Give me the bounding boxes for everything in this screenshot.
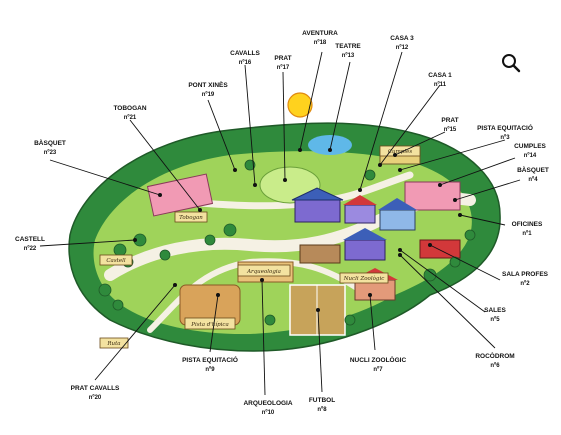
label-futbol: FUTBOL bbox=[309, 397, 335, 404]
label-pistaeq9-num: nº9 bbox=[205, 367, 215, 373]
label-rocodrom: ROCÒDROM bbox=[475, 351, 514, 360]
label-aventura-num: nº18 bbox=[314, 40, 327, 46]
label-rocodrom-num: nº6 bbox=[490, 363, 500, 369]
label-sales: SALES bbox=[484, 307, 506, 314]
label-cumples: CUMPLES bbox=[514, 143, 546, 150]
label-sales-num: nº5 bbox=[490, 317, 500, 323]
label-pontxines: PONT XINÈS bbox=[188, 80, 228, 89]
label-casa3-num: nº12 bbox=[396, 45, 409, 51]
label-prat17-num: nº17 bbox=[277, 65, 290, 71]
label-oficines-num: nº1 bbox=[522, 231, 532, 237]
sign-pista: Pista d'hípica bbox=[190, 321, 229, 328]
label-pratcavalls: PRAT CAVALLS bbox=[71, 385, 120, 392]
label-prat17: PRAT bbox=[274, 55, 291, 62]
sign-tobogan: Tobogan bbox=[179, 215, 203, 221]
label-salaprofes: SALA PROFES bbox=[502, 271, 549, 278]
label-casa1-num: nº11 bbox=[434, 82, 447, 88]
trees bbox=[98, 159, 476, 326]
label-basquet4-num: nº4 bbox=[528, 177, 538, 183]
label-castell-num: nº22 bbox=[24, 246, 37, 252]
label-tobogan: TOBOGAN bbox=[113, 105, 146, 112]
label-basquet23: BÀSQUET bbox=[34, 138, 66, 147]
label-casa1: CASA 1 bbox=[428, 72, 452, 79]
label-arqueologia-num: nº10 bbox=[262, 410, 275, 416]
label-pistaeq3: PISTA EQUITACIÓ bbox=[477, 123, 533, 132]
label-nucli-num: nº7 bbox=[373, 367, 383, 373]
label-prat15-num: nº15 bbox=[444, 127, 457, 133]
magnifier-icon[interactable] bbox=[500, 52, 522, 74]
label-cavalls-num: nº16 bbox=[239, 60, 252, 66]
label-casa3: CASA 3 bbox=[390, 35, 414, 42]
label-pontxines-num: nº19 bbox=[202, 92, 215, 98]
label-salaprofes-num: nº2 bbox=[520, 281, 530, 287]
label-teatre-num: nº13 bbox=[342, 53, 355, 59]
leader-dots bbox=[133, 148, 462, 312]
label-teatre: TEATRE bbox=[335, 43, 361, 50]
sun-illustration bbox=[287, 92, 313, 118]
label-basquet23-num: nº23 bbox=[44, 150, 57, 156]
label-aventura: AVENTURA bbox=[302, 30, 338, 37]
pond bbox=[308, 135, 352, 155]
label-tobogan-num: nº21 bbox=[124, 115, 137, 121]
sign-arqueologia: Arqueologia bbox=[246, 269, 281, 275]
sign-castell: Castell bbox=[106, 258, 126, 264]
map-signs: Arqueologia Pista d'hípica Nucli Zoològi… bbox=[99, 145, 421, 349]
label-castell: CASTELL bbox=[15, 236, 45, 243]
sign-cumples: Cumples bbox=[388, 149, 413, 155]
label-pratcavalls-num: nº20 bbox=[89, 395, 102, 401]
label-prat15: PRAT bbox=[441, 117, 458, 124]
map-labels: AVENTURA nº18 CASA 3 nº12 TEATRE nº13 CA… bbox=[15, 30, 549, 416]
label-basquet4: BÀSQUET bbox=[517, 165, 549, 174]
label-cumples-num: nº14 bbox=[524, 153, 537, 159]
label-pistaeq9: PISTA EQUITACIÓ bbox=[182, 355, 238, 364]
label-futbol-num: nº8 bbox=[317, 407, 327, 413]
sign-ruta: Ruta bbox=[106, 341, 120, 347]
label-nucli: NUCLI ZOOLÒGIC bbox=[350, 355, 407, 364]
sign-nucli: Nucli Zoològic bbox=[343, 275, 385, 282]
leader-lines bbox=[39, 51, 521, 396]
label-cavalls: CAVALLS bbox=[230, 50, 260, 57]
label-oficines: OFICINES bbox=[512, 221, 543, 228]
basquet-court-east bbox=[404, 181, 461, 211]
label-pistaeq3-num: nº3 bbox=[500, 135, 510, 141]
label-arqueologia: ARQUEOLOGIA bbox=[243, 400, 292, 407]
